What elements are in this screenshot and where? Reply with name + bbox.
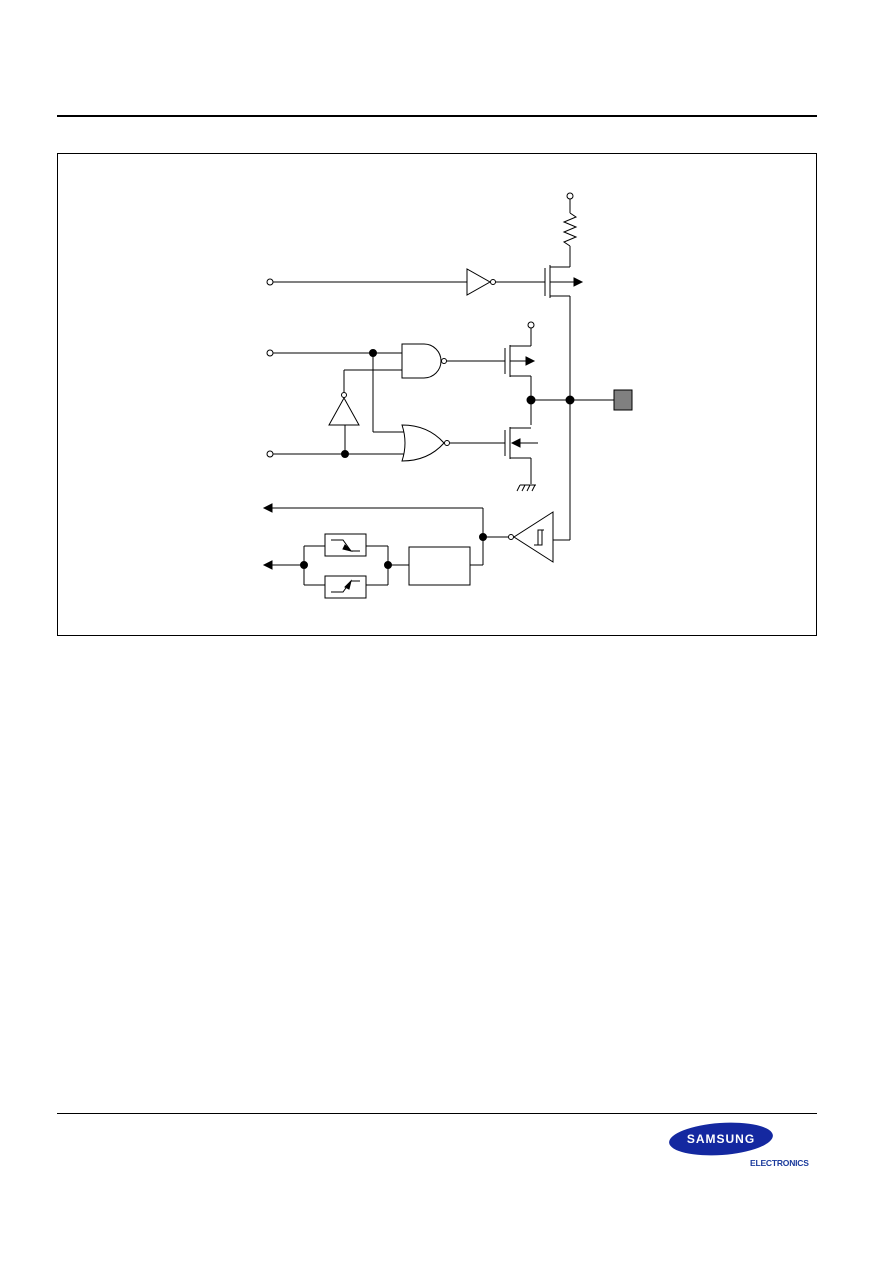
- schmitt-trigger-buffer: [479, 511, 570, 563]
- pullup-pmos-transistor: [544, 265, 584, 298]
- falling-edge-detector-icon: [331, 539, 360, 552]
- ground-symbol: [516, 484, 536, 492]
- io-pad: [613, 389, 633, 411]
- logo-subtitle: ELECTRONICS: [750, 1158, 809, 1168]
- pullup-resistor: [562, 192, 578, 265]
- pullup-inverter: [466, 268, 545, 296]
- driver-nmos-transistor: [504, 427, 538, 484]
- data-read-output-line: [262, 503, 484, 537]
- footer-rule: [57, 1113, 817, 1114]
- driver-pmos-transistor: [504, 321, 570, 425]
- nand-gate: [345, 343, 505, 379]
- noise-filter-block: [384, 537, 484, 586]
- circuit-figure-frame: [57, 153, 817, 636]
- enable-inverter: [328, 369, 402, 426]
- output-enable-input-line: [266, 425, 406, 458]
- nor-gate: [401, 424, 505, 462]
- logo-mark-text: SAMSUNG: [687, 1132, 755, 1146]
- samsung-logo: SAMSUNG: [669, 1122, 773, 1156]
- rising-edge-detector-icon: [331, 579, 360, 593]
- data-input-line: [266, 349, 404, 433]
- header-rule: [57, 115, 817, 117]
- output-node-bus: [565, 296, 614, 540]
- pullup-enable-input-line: [266, 278, 467, 286]
- logo-ellipse: [669, 1122, 773, 1156]
- edge-detector-network: [262, 533, 389, 599]
